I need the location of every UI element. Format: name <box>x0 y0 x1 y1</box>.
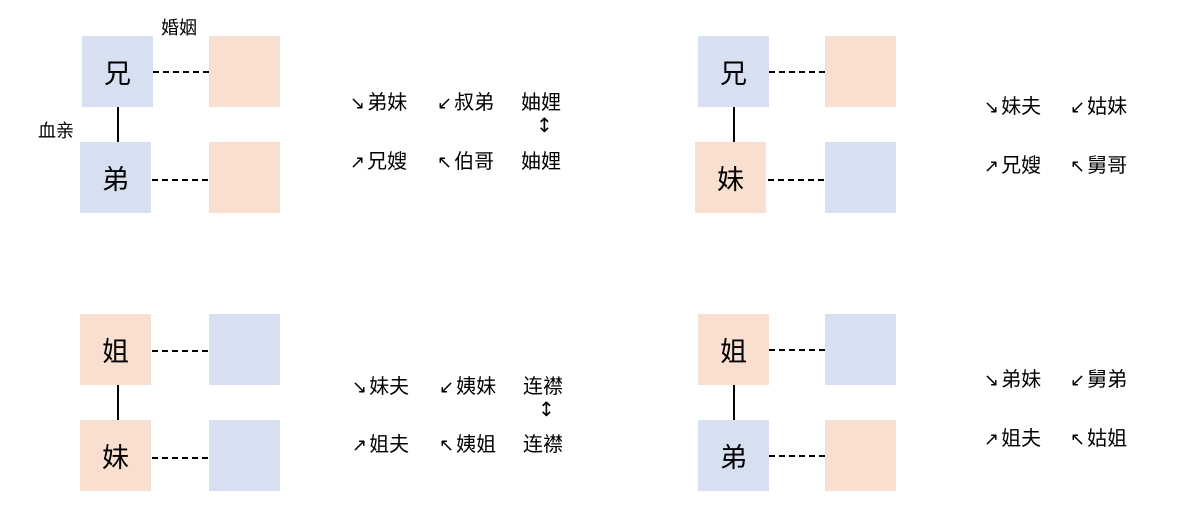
blood-line <box>117 385 119 420</box>
bottom-person-box: 妹 <box>695 142 766 213</box>
bottom-person-box: 弟 <box>698 420 769 491</box>
term-elder-in-law: ↖姨姐 <box>439 432 497 456</box>
term-elder-spouse: ↗姐夫 <box>352 432 410 456</box>
top-spouse-box <box>825 36 896 107</box>
bottom-spouse-box <box>825 420 896 491</box>
updown-arrow-icon: ↕ <box>538 397 555 421</box>
blood-line <box>733 385 735 420</box>
term-elder-spouse: ↗兄嫂 <box>350 149 408 173</box>
arrow-nw-icon: ↖ <box>439 435 455 456</box>
arrow-ne-icon: ↗ <box>350 152 366 173</box>
marriage-line <box>152 350 208 352</box>
top-person-box: 兄 <box>82 36 153 107</box>
term-elder-spouse: ↗兄嫂 <box>984 153 1042 177</box>
marriage-line <box>152 457 208 459</box>
term-younger-spouse: ↘弟妹 <box>350 90 408 114</box>
top-spouse-box <box>209 36 280 107</box>
arrow-sw-icon: ↙ <box>1070 97 1086 118</box>
arrow-ne-icon: ↗ <box>984 156 1000 177</box>
marriage-line <box>153 71 209 73</box>
top-spouse-box <box>209 314 280 385</box>
top-person-box: 姐 <box>80 314 151 385</box>
marriage-line <box>769 349 825 351</box>
marriage-line <box>769 455 825 457</box>
term-mutual-top: 连襟 <box>523 374 563 398</box>
term-mutual-top: 妯娌 <box>521 90 561 114</box>
term-elder-spouse: ↗姐夫 <box>984 426 1042 450</box>
bottom-spouse-box <box>209 420 280 491</box>
term-younger-spouse: ↘妹夫 <box>984 94 1042 118</box>
arrow-sw-icon: ↙ <box>437 93 453 114</box>
arrow-sw-icon: ↙ <box>1070 370 1086 391</box>
panel-brother-sister: 兄 妹 ↘妹夫 ↙姑妹 ↗兄嫂 ↖舅哥 <box>600 0 1200 264</box>
marriage-line <box>769 71 825 73</box>
term-younger-in-law: ↙叔弟 <box>437 90 495 114</box>
bottom-person-box: 妹 <box>80 420 151 491</box>
term-elder-in-law: ↖舅哥 <box>1070 153 1128 177</box>
term-younger-spouse: ↘妹夫 <box>352 374 410 398</box>
arrow-sw-icon: ↙ <box>439 377 455 398</box>
blood-line <box>117 107 119 142</box>
term-younger-spouse: ↘弟妹 <box>984 367 1042 391</box>
arrow-se-icon: ↘ <box>352 377 368 398</box>
arrow-nw-icon: ↖ <box>1070 156 1086 177</box>
marriage-line <box>768 179 824 181</box>
bottom-person-box: 弟 <box>80 142 151 213</box>
top-person-box: 兄 <box>698 36 769 107</box>
term-younger-in-law: ↙舅弟 <box>1070 367 1128 391</box>
panel-brother-brother: 婚姻 兄 血亲 弟 ↘弟妹 ↙叔弟 妯娌 ↕ ↗兄嫂 ↖伯哥 妯娌 <box>0 0 600 264</box>
term-elder-in-law: ↖姑姐 <box>1070 426 1128 450</box>
bottom-spouse-box <box>209 142 280 213</box>
blood-line <box>733 107 735 142</box>
term-younger-in-law: ↙姨妹 <box>439 374 497 398</box>
updown-arrow-icon: ↕ <box>536 113 553 137</box>
arrow-ne-icon: ↗ <box>984 429 1000 450</box>
term-mutual-bottom: 连襟 <box>523 432 563 456</box>
blood-label: 血亲 <box>38 121 74 142</box>
top-spouse-box <box>825 314 896 385</box>
panel-sister-brother: 姐 弟 ↘弟妹 ↙舅弟 ↗姐夫 ↖姑姐 <box>600 264 1200 528</box>
marriage-label: 婚姻 <box>161 18 197 39</box>
arrow-se-icon: ↘ <box>984 370 1000 391</box>
marriage-line <box>152 179 208 181</box>
bottom-spouse-box <box>825 142 896 213</box>
top-person-box: 姐 <box>698 314 769 385</box>
arrow-nw-icon: ↖ <box>1070 429 1086 450</box>
term-younger-in-law: ↙姑妹 <box>1070 94 1128 118</box>
term-elder-in-law: ↖伯哥 <box>437 149 495 173</box>
term-mutual-bottom: 妯娌 <box>521 149 561 173</box>
arrow-se-icon: ↘ <box>350 93 366 114</box>
arrow-nw-icon: ↖ <box>437 152 453 173</box>
arrow-ne-icon: ↗ <box>352 435 368 456</box>
panel-sister-sister: 姐 妹 ↘妹夫 ↙姨妹 连襟 ↕ ↗姐夫 ↖姨姐 连襟 <box>0 264 600 528</box>
arrow-se-icon: ↘ <box>984 97 1000 118</box>
